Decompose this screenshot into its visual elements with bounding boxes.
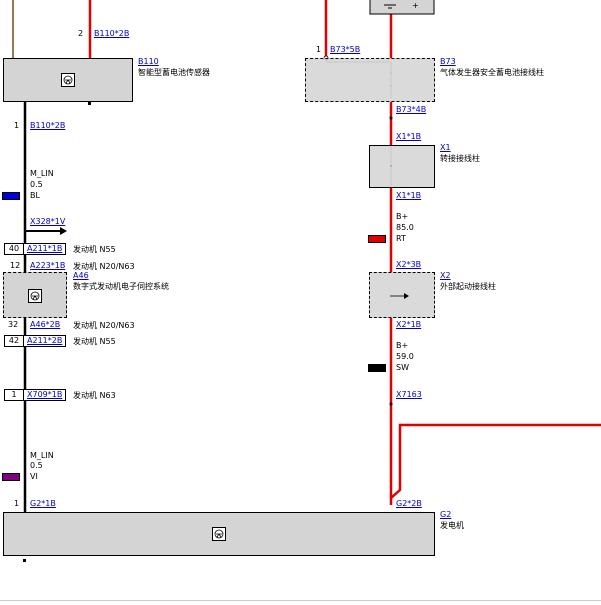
pin-box-1[interactable]: 1 X709*1B bbox=[4, 389, 66, 401]
b110-component-box[interactable] bbox=[3, 58, 133, 102]
wire3-signal: B+ bbox=[396, 212, 409, 221]
a46-pin-number: 32 bbox=[8, 320, 19, 329]
pin-box-40-note: 发动机 N55 bbox=[73, 245, 116, 254]
bottom-divider bbox=[0, 600, 601, 601]
g2-right-pin-link[interactable]: G2*2B bbox=[396, 499, 422, 508]
g2-component-box[interactable] bbox=[3, 512, 435, 556]
control-unit-symbol-icon bbox=[28, 289, 42, 303]
x2-component-box[interactable] bbox=[369, 272, 435, 318]
generator-symbol-icon bbox=[212, 527, 226, 541]
wire4-color: SW bbox=[396, 363, 409, 372]
b110-id-link[interactable]: B110 bbox=[138, 57, 159, 66]
wire1-signal: M_LIN bbox=[30, 169, 54, 178]
a223-pin-link[interactable]: A223*1B bbox=[30, 261, 66, 270]
x2-id-link[interactable]: X2 bbox=[440, 271, 451, 280]
a46-component-box[interactable] bbox=[3, 272, 67, 318]
x1-component-box[interactable] bbox=[369, 145, 435, 188]
b110-name: 智能型蓄电池传感器 bbox=[138, 68, 210, 77]
b73-pin-number: 1 bbox=[316, 45, 322, 54]
b110-top-pin-link[interactable]: B110*2B bbox=[94, 29, 130, 38]
b110-bottom-pin-number: 1 bbox=[14, 121, 20, 130]
x328-link[interactable]: X328*1V bbox=[30, 217, 66, 226]
a46-pin-link[interactable]: A46*2B bbox=[30, 320, 61, 329]
a46-pin-note: 发动机 N20/N63 bbox=[73, 321, 135, 330]
pin-box-42-link[interactable]: A211*2B bbox=[27, 336, 63, 345]
a46-name: 数字式发动机电子伺控系统 bbox=[73, 282, 169, 291]
wire4-signal: B+ bbox=[396, 341, 409, 350]
g2-id-link[interactable]: G2 bbox=[440, 510, 452, 519]
b73-component-box[interactable] bbox=[305, 58, 435, 102]
pin-box-1-link[interactable]: X709*1B bbox=[27, 390, 63, 399]
g2-name: 发电机 bbox=[440, 521, 464, 530]
pin-box-42-note: 发动机 N55 bbox=[73, 337, 116, 346]
x1-bottom-link[interactable]: X1*1B bbox=[396, 191, 422, 200]
wire3-color: RT bbox=[396, 234, 406, 243]
x2-bottom-link[interactable]: X2*1B bbox=[396, 320, 422, 329]
x1-name: 转接接线柱 bbox=[440, 154, 480, 163]
red-wire-branch-right bbox=[390, 423, 601, 499]
wire3-color-swatch-rt bbox=[368, 235, 386, 243]
a46-id-link[interactable]: A46 bbox=[73, 271, 89, 280]
sensor-symbol-icon bbox=[61, 73, 75, 87]
pin-box-40[interactable]: 40 A211*1B bbox=[4, 243, 66, 255]
wire1-color-swatch-bl bbox=[2, 192, 20, 200]
wire3-size: 85.0 bbox=[396, 223, 414, 232]
x328-arrowhead bbox=[60, 227, 67, 235]
b73-id-link[interactable]: B73 bbox=[440, 57, 456, 66]
wire4-color-swatch-sw bbox=[368, 364, 386, 372]
a223-pin-note: 发动机 N20/N63 bbox=[73, 262, 135, 271]
b73-name: 气体发生器安全蓄电池接线柱 bbox=[440, 68, 544, 77]
x2-arrow-icon bbox=[390, 293, 409, 299]
pin-box-42-number: 42 bbox=[5, 336, 24, 346]
b73-pin-link[interactable]: B73*5B bbox=[330, 45, 361, 54]
wire2-size: 0.5 bbox=[30, 461, 43, 470]
x1-id-link[interactable]: X1 bbox=[440, 143, 451, 152]
wire2-color: VI bbox=[30, 472, 38, 481]
pin-box-40-link[interactable]: A211*1B bbox=[27, 244, 63, 253]
g2-left-pin-number: 1 bbox=[14, 499, 20, 508]
b110-bottom-pin-link[interactable]: B110*2B bbox=[30, 121, 66, 130]
wire4-size: 59.0 bbox=[396, 352, 414, 361]
x1-top-link[interactable]: X1*1B bbox=[396, 132, 422, 141]
a223-pin-number: 12 bbox=[10, 261, 21, 270]
wire2-color-swatch-vi bbox=[2, 473, 20, 481]
wire1-color: BL bbox=[30, 191, 40, 200]
x2-name: 外部起动接线柱 bbox=[440, 282, 496, 291]
g2-left-pin-link[interactable]: G2*1B bbox=[30, 499, 56, 508]
x2-top-link[interactable]: X2*3B bbox=[396, 260, 422, 269]
pin-box-1-note: 发动机 N63 bbox=[73, 391, 116, 400]
x7163-link[interactable]: X7163 bbox=[396, 390, 422, 399]
pin-box-40-number: 40 bbox=[5, 244, 24, 254]
svg-text:+: + bbox=[412, 1, 419, 10]
wire1-size: 0.5 bbox=[30, 180, 43, 189]
pin-box-42[interactable]: 42 A211*2B bbox=[4, 335, 66, 347]
b73-bottom-link[interactable]: B73*4B bbox=[396, 105, 427, 114]
pin-box-1-number: 1 bbox=[5, 390, 24, 400]
b110-top-pin-number: 2 bbox=[78, 29, 84, 38]
wire2-signal: M_LIN bbox=[30, 451, 54, 460]
